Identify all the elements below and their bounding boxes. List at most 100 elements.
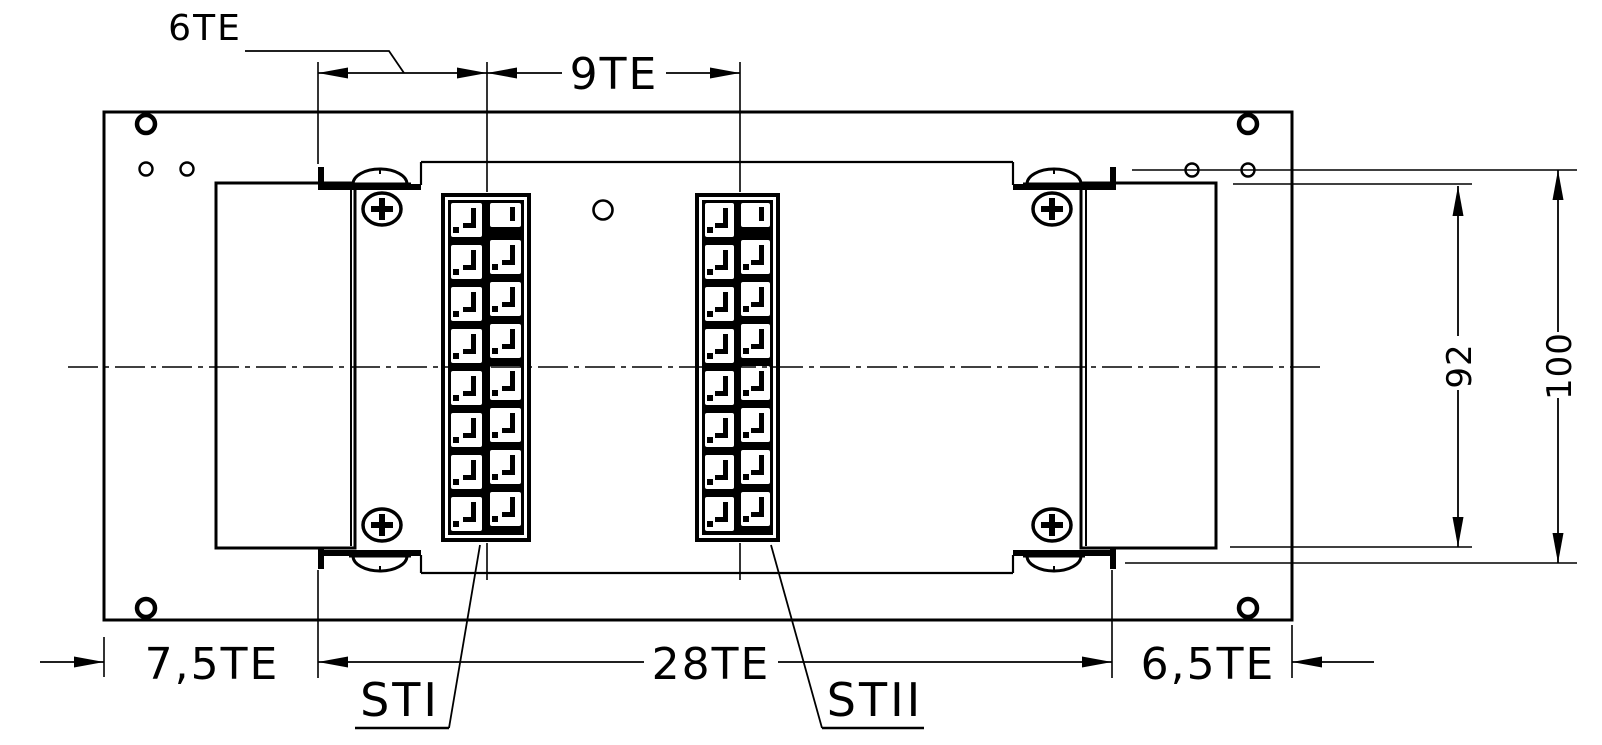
dim-label-100: 100 (1540, 332, 1580, 400)
contact-pin-foot (463, 475, 476, 480)
contact-dot (743, 306, 749, 312)
contact-pin-foot (715, 475, 728, 480)
leader-6TE (245, 50, 405, 74)
bracket-lip (1110, 549, 1116, 569)
contact-pin (510, 207, 515, 221)
contact-dot (743, 516, 749, 522)
contact-pin (510, 371, 515, 391)
contact-pin-foot (751, 512, 764, 517)
contact-pin (759, 455, 764, 475)
contact-dot (453, 395, 459, 401)
contact-pin-foot (715, 265, 728, 270)
contact-dot (743, 390, 749, 396)
contact-pin-foot (751, 260, 764, 265)
bracket-top-left (318, 167, 421, 190)
contact-pin (471, 376, 476, 396)
phillips-screw-bottom-right (1031, 507, 1073, 543)
contact-dot (492, 348, 498, 354)
dim-label-6TE: 6TE (168, 8, 242, 49)
mounting-hole-top-right (1236, 112, 1260, 136)
phillips-screw-top-left (361, 191, 403, 227)
part-label-STI: STI (360, 673, 440, 727)
contact-dot (707, 311, 713, 317)
contact-pin (759, 287, 764, 307)
connector-cell-half (490, 203, 521, 227)
contact-pin (510, 329, 515, 349)
contact-pin-foot (502, 512, 515, 517)
leader-STI (448, 544, 481, 729)
dome-screw-head (1025, 554, 1083, 573)
contact-pin (471, 460, 476, 480)
dim-label-28TE: 28TE (652, 639, 771, 690)
dim-label-9TE: 9TE (570, 49, 659, 100)
phillips-screw-bottom-left (361, 507, 403, 543)
contact-pin-foot (751, 386, 764, 391)
contact-dot (453, 437, 459, 443)
dome-screw-head (351, 167, 409, 186)
contact-pin-foot (502, 344, 515, 349)
contact-dot (707, 479, 713, 485)
contact-pin (759, 245, 764, 265)
contact-dot (492, 474, 498, 480)
contact-pin-foot (751, 344, 764, 349)
contact-pin-foot (751, 302, 764, 307)
contact-dot (707, 269, 713, 275)
mounting-hole-bottom-right (1236, 596, 1260, 620)
right-module-wall (1079, 181, 1218, 550)
bracket-lip (318, 549, 324, 569)
contact-pin-foot (715, 223, 728, 228)
dome-screw-head (351, 554, 409, 573)
contact-pin-foot (502, 260, 515, 265)
contact-pin-foot (463, 223, 476, 228)
dim-label-6-5TE: 6,5TE (1141, 639, 1276, 690)
dim-label-7-5TE: 7,5TE (145, 639, 280, 690)
dome-screw-head (1025, 167, 1083, 186)
contact-dot (492, 264, 498, 270)
contact-pin (471, 334, 476, 354)
contact-pin-foot (715, 391, 728, 396)
contact-pin (723, 376, 728, 396)
contact-dot (707, 521, 713, 527)
connector-cell-half (741, 203, 770, 227)
contact-dot (492, 306, 498, 312)
contact-pin-foot (715, 349, 728, 354)
contact-pin (759, 371, 764, 391)
contact-dot (453, 479, 459, 485)
contact-pin (471, 502, 476, 522)
contact-dot (707, 395, 713, 401)
part-label-STII: STII (827, 673, 923, 727)
extension-lines (103, 62, 1577, 678)
contact-pin (723, 334, 728, 354)
mounting-hole-top-left (134, 112, 158, 136)
contact-pin (759, 329, 764, 349)
contact-pin-foot (502, 386, 515, 391)
contact-dot (453, 227, 459, 233)
contact-dot (492, 516, 498, 522)
contact-dot (492, 432, 498, 438)
contact-pin (510, 497, 515, 517)
dimension-arrowheads (74, 67, 1564, 668)
contact-dot (743, 348, 749, 354)
contact-pin (510, 245, 515, 265)
dim-label-92: 92 (1440, 343, 1480, 388)
contact-pin (723, 208, 728, 228)
contact-pin-foot (463, 433, 476, 438)
mounting-hole-bottom-left (134, 596, 158, 620)
contact-pin (759, 413, 764, 433)
contact-pin-foot (463, 517, 476, 522)
leader-STII (770, 544, 823, 729)
contact-pin (471, 418, 476, 438)
contact-pin (510, 413, 515, 433)
contact-pin (759, 497, 764, 517)
contact-pin-foot (463, 391, 476, 396)
contact-pin (723, 502, 728, 522)
leader-lines (245, 50, 924, 730)
bracket-top-right (1013, 167, 1116, 190)
contact-pin (723, 418, 728, 438)
contact-pin-foot (463, 349, 476, 354)
contact-dot (453, 353, 459, 359)
contact-pin (723, 292, 728, 312)
contact-dot (743, 474, 749, 480)
